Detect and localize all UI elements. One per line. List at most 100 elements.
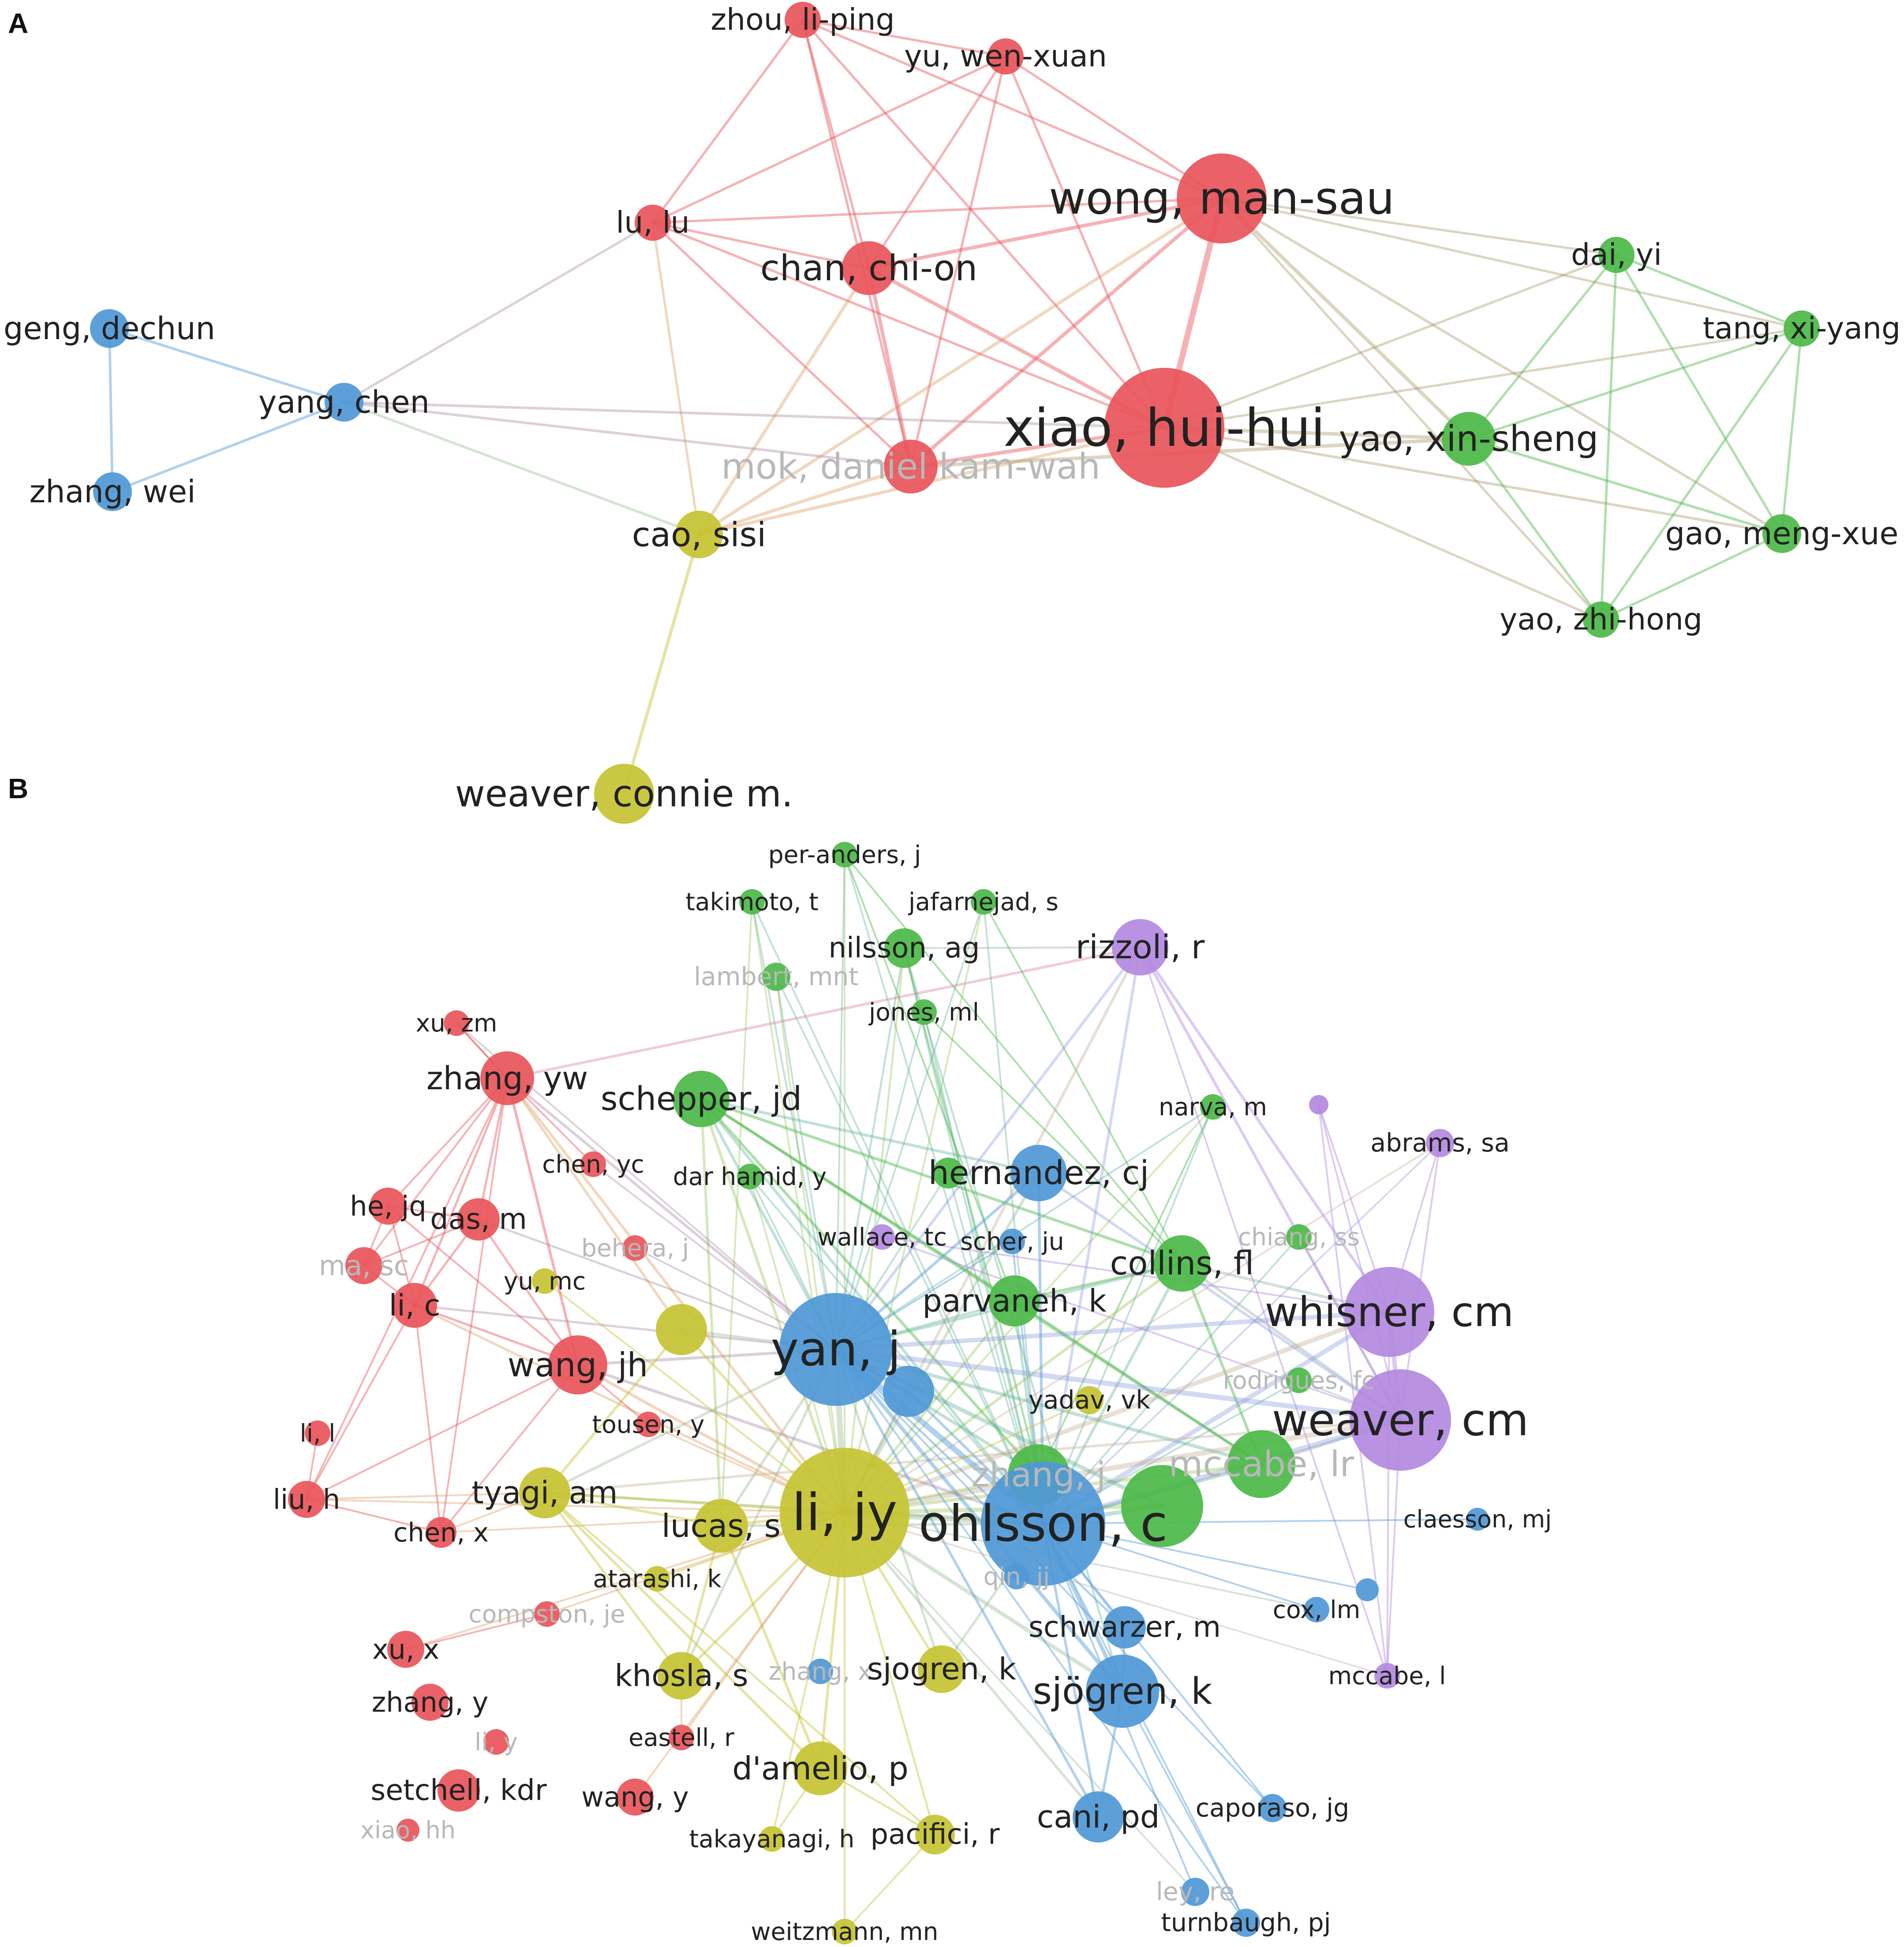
node-compston-je[interactable] xyxy=(534,1601,560,1627)
node-xiao-hh[interactable] xyxy=(397,1819,419,1842)
node-parvaneh-k[interactable] xyxy=(989,1275,1040,1327)
edge-yao-xin-sheng-yao-zhi-hong xyxy=(1467,437,1602,621)
node-yellow-mid[interactable] xyxy=(656,1304,707,1355)
node-yao-xin-sheng[interactable] xyxy=(1442,412,1496,466)
edge-wang-jh-chen-x xyxy=(440,1364,579,1533)
node-lucas-s[interactable] xyxy=(694,1499,748,1553)
node-li-jy[interactable] xyxy=(780,1448,909,1577)
node-chen-yc[interactable] xyxy=(580,1151,606,1177)
node-narva-m[interactable] xyxy=(1200,1094,1226,1120)
node-hernandez-cj-g[interactable] xyxy=(933,1158,964,1188)
node-ley-re[interactable] xyxy=(1181,1878,1209,1906)
node-zhang-y[interactable] xyxy=(411,1684,449,1721)
node-cani-pd[interactable] xyxy=(1073,1791,1124,1842)
node-blue-mid[interactable] xyxy=(883,1366,934,1417)
node-claesson-mj[interactable] xyxy=(1466,1508,1489,1531)
node-weaver-connie-m[interactable] xyxy=(594,764,654,824)
node-li-l[interactable] xyxy=(305,1420,330,1446)
edge-schepper-jd-zhang-j xyxy=(700,1097,1040,1477)
node-weaver-cm[interactable] xyxy=(1350,1369,1451,1471)
node-yu-mc[interactable] xyxy=(532,1268,557,1294)
node-zhou-li-ping[interactable] xyxy=(785,2,821,38)
node-schwarzer-m[interactable] xyxy=(1103,1606,1146,1648)
node-yadav-vk[interactable] xyxy=(1075,1386,1103,1414)
node-purple-small[interactable] xyxy=(1309,1095,1328,1114)
node-sjogren-k-yellow[interactable] xyxy=(918,1645,965,1693)
node-qin-jj[interactable] xyxy=(1004,1564,1029,1589)
node-mccabe-l[interactable] xyxy=(1374,1663,1400,1689)
node-chen-x[interactable] xyxy=(426,1517,456,1548)
node-lambert-mnt[interactable] xyxy=(762,963,790,991)
node-rodrigues-fc[interactable] xyxy=(1286,1368,1312,1393)
label-parvaneh-k: parvaneh, k xyxy=(922,1283,1107,1319)
node-li-y[interactable] xyxy=(483,1729,509,1755)
node-dai-yi[interactable] xyxy=(1598,237,1635,273)
node-mccabe-lr[interactable] xyxy=(1227,1430,1295,1498)
node-yan-j[interactable] xyxy=(779,1293,892,1406)
node-takimoto-t[interactable] xyxy=(739,889,765,915)
node-das-m[interactable] xyxy=(457,1198,500,1241)
node-schepper-jd[interactable] xyxy=(673,1071,729,1127)
node-scher-ju[interactable] xyxy=(999,1229,1025,1254)
node-dar-hamid-y[interactable] xyxy=(737,1164,763,1189)
node-tang-xi-yang[interactable] xyxy=(1784,310,1820,347)
node-wallace-tc[interactable] xyxy=(869,1224,895,1250)
node-khosla-s[interactable] xyxy=(658,1652,705,1700)
node-jones-ml[interactable] xyxy=(911,999,937,1025)
node-xiao-hui-hui[interactable] xyxy=(1104,368,1224,488)
node-weitzmann-mn[interactable] xyxy=(832,1919,857,1944)
node-per-anders-j[interactable] xyxy=(832,842,857,867)
node-wong-man-sau[interactable] xyxy=(1177,153,1267,243)
edge-parvaneh-k-mccabe-lr xyxy=(1013,1300,1263,1465)
node-xu-x[interactable] xyxy=(387,1631,424,1668)
label-tyagi-am: tyagi, am xyxy=(471,1475,617,1511)
node-geng-dechun[interactable] xyxy=(90,309,129,348)
node-yao-zhi-hong[interactable] xyxy=(1583,602,1619,638)
node-he-jq[interactable] xyxy=(370,1188,407,1225)
node-chan-chi-on[interactable] xyxy=(842,241,896,295)
node-chiang-ss[interactable] xyxy=(1286,1224,1312,1250)
node-caporaso-jg[interactable] xyxy=(1258,1794,1287,1822)
node-ma-sc[interactable] xyxy=(345,1247,382,1284)
node-jafarnejad-s[interactable] xyxy=(971,889,996,915)
node-mok-daniel-kam-wah[interactable] xyxy=(884,440,938,493)
node-collins-fl[interactable] xyxy=(1154,1235,1210,1292)
node-xu-zm[interactable] xyxy=(444,1010,469,1036)
node-tyagi-am[interactable] xyxy=(519,1467,570,1518)
node-sjogren-k-blue[interactable] xyxy=(1086,1655,1159,1728)
node-zhang-x[interactable] xyxy=(808,1659,833,1684)
node-tousen-y[interactable] xyxy=(636,1412,661,1437)
node-turnbaugh-pj[interactable] xyxy=(1232,1909,1260,1937)
node-ohlsson-c[interactable] xyxy=(981,1461,1105,1586)
edge-ohlsson-c-claesson-mj xyxy=(1042,1518,1478,1525)
edge-zhang-yw-he-jq xyxy=(387,1077,509,1207)
node-cox-lm[interactable] xyxy=(1304,1597,1329,1622)
node-gao-meng-xue[interactable] xyxy=(1762,514,1801,553)
node-wang-y[interactable] xyxy=(617,1779,654,1816)
edge-zhou-li-ping-chan-chi-on xyxy=(801,19,870,269)
node-yang-chen[interactable] xyxy=(325,383,363,422)
node-pacifici-r[interactable] xyxy=(915,1815,955,1854)
node-atarashi-k[interactable] xyxy=(644,1566,670,1592)
node-zhang-wei[interactable] xyxy=(93,472,132,511)
node-liu-h[interactable] xyxy=(288,1481,325,1518)
node-zhang-yw[interactable] xyxy=(480,1051,534,1105)
node-nilsson-ag[interactable] xyxy=(884,928,924,968)
node-li-c[interactable] xyxy=(392,1283,437,1328)
node-eastell-r[interactable] xyxy=(669,1725,694,1750)
node-behera-j[interactable] xyxy=(622,1235,648,1261)
node-ohlsson-green[interactable] xyxy=(1121,1465,1203,1547)
node-blue-tiny[interactable] xyxy=(1356,1578,1379,1601)
node-cao-sisi[interactable] xyxy=(675,511,723,558)
node-damelio-p[interactable] xyxy=(793,1741,847,1795)
edge-xu-x-compston-je xyxy=(405,1613,548,1650)
node-setchell-kdr[interactable] xyxy=(438,1769,480,1812)
node-lu-lu[interactable] xyxy=(635,205,671,241)
node-takayanagi-h[interactable] xyxy=(759,1826,785,1852)
node-rizzoli-r[interactable] xyxy=(1112,919,1168,975)
node-whisner-cm[interactable] xyxy=(1344,1267,1434,1357)
node-hernandez-cj[interactable] xyxy=(1010,1145,1067,1201)
node-yu-wen-xuan[interactable] xyxy=(988,38,1024,75)
node-abrams-sa[interactable] xyxy=(1426,1129,1454,1157)
node-wang-jh[interactable] xyxy=(548,1335,607,1394)
